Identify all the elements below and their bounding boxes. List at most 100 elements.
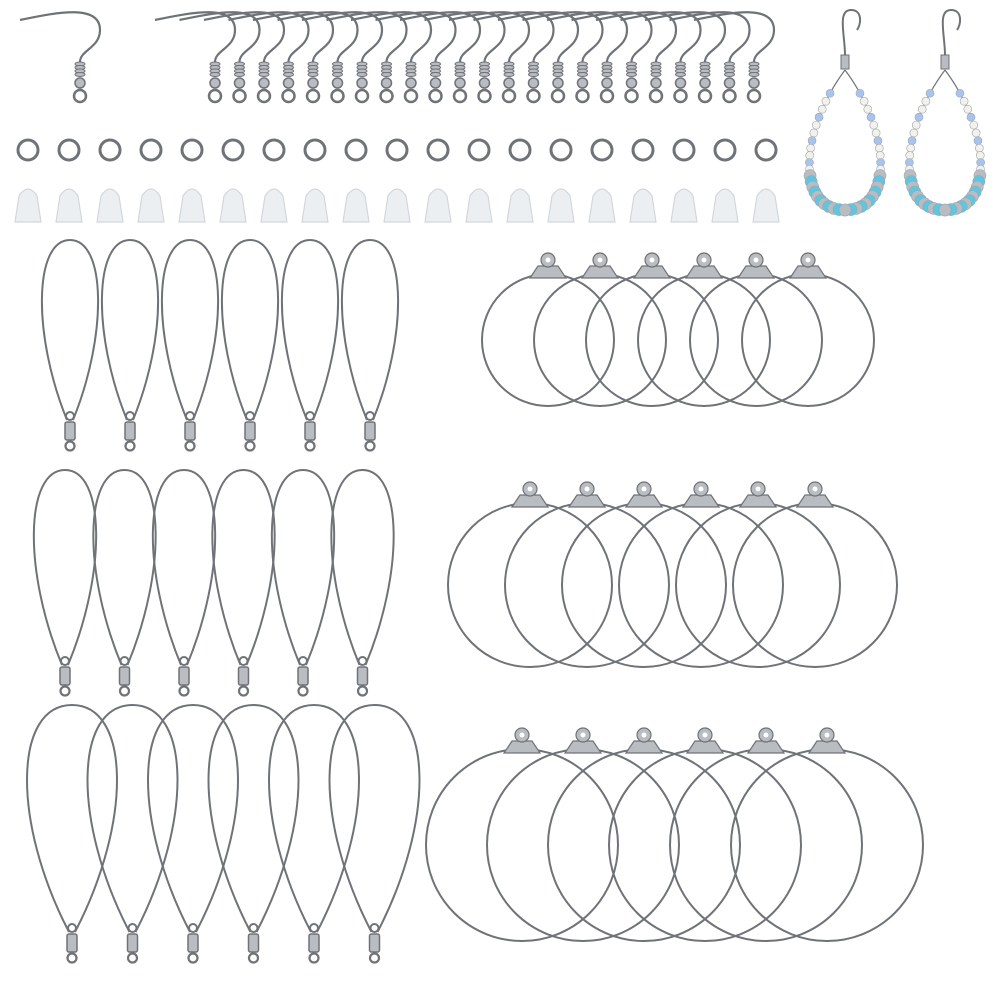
round-hoop <box>608 727 802 942</box>
connector-coil <box>126 933 139 953</box>
beaded-earring <box>903 8 987 217</box>
hoop-wire <box>100 238 160 421</box>
hook-ball <box>748 77 760 89</box>
hoop-wire <box>669 748 863 942</box>
hook-coil <box>307 72 319 77</box>
hook-coil <box>258 72 270 77</box>
jump-ring <box>180 138 204 162</box>
hoop-wire <box>504 502 670 668</box>
teardrop-hoops-row-3 <box>26 703 421 964</box>
bead <box>811 120 821 130</box>
hoop-tab-hole <box>763 732 769 738</box>
ear-nut <box>55 188 83 223</box>
bottom-loop <box>64 440 76 452</box>
teardrop-hoop <box>92 468 157 697</box>
connector-coil <box>118 666 131 686</box>
hook-coil <box>381 72 392 77</box>
hook-wire <box>277 11 359 63</box>
hook-loop <box>428 88 443 104</box>
hoop-tab <box>788 265 828 279</box>
jump-ring <box>262 138 286 162</box>
round-hoop <box>425 727 619 942</box>
ear-nut <box>711 188 739 223</box>
hoop-tab-hole <box>597 257 603 263</box>
hoop-tab <box>580 265 620 279</box>
hook-loop <box>330 88 345 104</box>
hook-wire <box>497 11 580 63</box>
ear-hook <box>522 11 604 104</box>
ear-hook <box>154 11 237 104</box>
hook-loop <box>599 88 615 104</box>
hoop-tab-hole <box>698 486 704 492</box>
hoop-tab <box>681 494 721 508</box>
connector-coil <box>124 421 136 441</box>
bead <box>806 143 815 153</box>
hoop-wire <box>533 273 667 407</box>
connector-coil <box>64 421 76 441</box>
bead <box>914 112 924 122</box>
hoop-wire <box>618 502 784 668</box>
top-loop <box>188 923 198 933</box>
bottom-loop <box>187 952 199 964</box>
hook-loop <box>624 88 639 104</box>
ear-hook <box>301 11 384 104</box>
hoop-wire <box>585 273 719 407</box>
ear-nut <box>96 188 124 223</box>
bottom-loop <box>356 685 369 697</box>
ear-nut <box>260 188 288 223</box>
hook-ball <box>209 77 221 89</box>
hoop-wire <box>270 468 336 666</box>
jump-ring <box>590 138 614 162</box>
hook-loop <box>501 88 517 104</box>
teardrop-hoop <box>211 468 276 697</box>
top-loop <box>369 923 380 933</box>
hoop-tab-hole <box>519 732 525 738</box>
hoop-tab-hole <box>641 486 647 492</box>
connector <box>940 54 950 70</box>
hook-coil <box>332 72 343 77</box>
top-loop <box>125 411 135 421</box>
jump-ring <box>549 138 573 162</box>
connector-coil <box>59 666 71 686</box>
teardrop-hoop <box>32 468 98 697</box>
ear-nut <box>383 188 411 223</box>
bottom-loop <box>247 952 260 964</box>
hoop-wire <box>447 502 613 668</box>
round-hoop <box>533 252 667 407</box>
hoop-tab-hole <box>584 486 590 492</box>
hook-coil <box>503 72 515 77</box>
jump-ring <box>385 138 409 162</box>
hoop-wire <box>730 748 924 942</box>
top-loop <box>65 411 75 421</box>
hook-coil <box>479 72 490 77</box>
hook-loop <box>477 88 492 104</box>
hook-wire <box>350 11 433 63</box>
hoop-wire <box>732 502 898 668</box>
hook-coil <box>650 72 662 77</box>
round-hoop <box>447 481 613 668</box>
connector-coil <box>187 933 199 953</box>
hoop-wire <box>340 238 400 421</box>
hook-ball <box>699 77 711 89</box>
ear-hook <box>179 11 261 104</box>
hoop-tab-hole <box>527 486 533 492</box>
hook-coil <box>748 72 760 77</box>
bead <box>906 143 915 153</box>
hook-wire <box>620 11 702 63</box>
hook-ball <box>233 77 246 89</box>
hoop-tab <box>567 494 607 508</box>
hoop-wire <box>481 273 615 407</box>
ear-nut <box>547 188 575 223</box>
bottom-loop <box>308 952 320 964</box>
round-hoops-row-2 <box>447 481 898 668</box>
ear-hooks-row <box>19 11 776 104</box>
hoop-tab <box>807 740 847 754</box>
hook-ball <box>454 77 466 89</box>
top-loop <box>238 656 249 666</box>
bead <box>859 96 869 106</box>
round-hoop <box>585 252 719 407</box>
hoop-tab-hole <box>580 732 586 738</box>
ear-hook <box>571 11 653 104</box>
ear-hook <box>424 11 506 104</box>
